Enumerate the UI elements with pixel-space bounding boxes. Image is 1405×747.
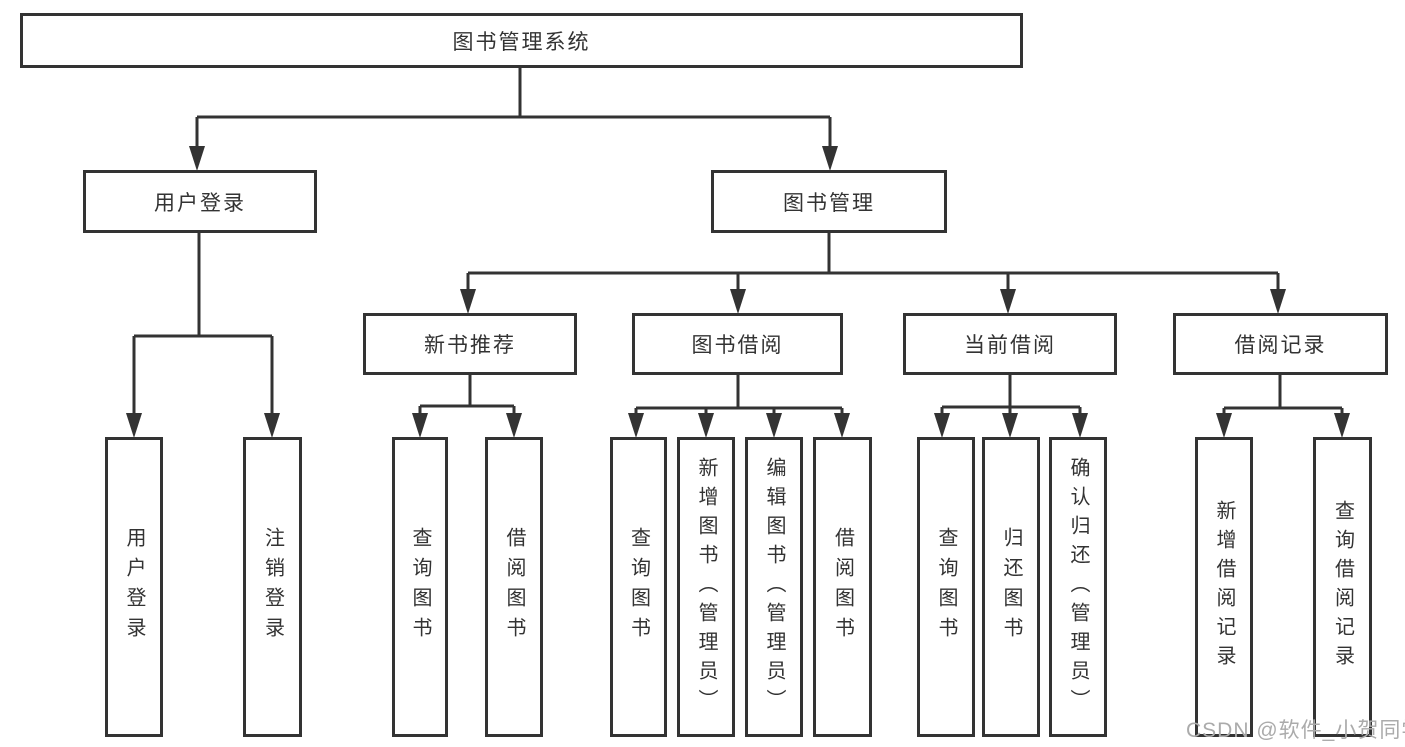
node-new-book-recommend: 新书推荐 bbox=[363, 313, 577, 375]
leaf-borrow-query-books: 查询图书 bbox=[610, 437, 667, 737]
leaf-borrow-query-books-label: 查询图书 bbox=[627, 527, 650, 647]
leaf-query-borrow-record-label: 查询借阅记录 bbox=[1331, 500, 1354, 674]
leaf-borrow-borrow-books: 借阅图书 bbox=[813, 437, 872, 737]
leaf-newbooks-query-books-label: 查询图书 bbox=[409, 527, 431, 647]
node-user-login-label: 用户登录 bbox=[154, 191, 246, 215]
connector-user-login-to-leaves bbox=[126, 233, 280, 438]
leaf-return-books: 归还图书 bbox=[982, 437, 1040, 737]
leaf-user-login: 用户登录 bbox=[105, 437, 163, 737]
leaf-query-borrow-record: 查询借阅记录 bbox=[1313, 437, 1372, 737]
connector-new-books-to-leaves bbox=[412, 375, 522, 438]
leaf-newbooks-borrow-books: 借阅图书 bbox=[485, 437, 543, 737]
leaf-edit-books-admin: 编辑图书（管理员） bbox=[745, 437, 803, 737]
node-current-borrow-label: 当前借阅 bbox=[964, 334, 1056, 357]
leaf-borrow-borrow-books-label: 借阅图书 bbox=[831, 527, 854, 647]
leaf-confirm-return-admin: 确认归还（管理员） bbox=[1049, 437, 1107, 737]
leaf-return-books-label: 归还图书 bbox=[1000, 527, 1022, 647]
node-user-login: 用户登录 bbox=[83, 170, 317, 233]
node-book-management: 图书管理 bbox=[711, 170, 947, 233]
leaf-user-login-label: 用户登录 bbox=[123, 527, 145, 647]
leaf-logout-label: 注销登录 bbox=[261, 527, 284, 647]
node-root-system: 图书管理系统 bbox=[20, 13, 1023, 68]
node-borrow-records-label: 借阅记录 bbox=[1234, 334, 1327, 357]
connector-borrow-records-to-leaves bbox=[1216, 375, 1350, 438]
node-new-book-recommend-label: 新书推荐 bbox=[424, 334, 516, 357]
leaf-newbooks-borrow-books-label: 借阅图书 bbox=[503, 527, 525, 647]
connector-root-to-level2 bbox=[189, 68, 838, 171]
leaf-current-query-books-label: 查询图书 bbox=[935, 527, 957, 647]
connector-current-borrow-to-leaves bbox=[934, 375, 1088, 438]
node-borrow-records: 借阅记录 bbox=[1173, 313, 1388, 375]
leaf-logout: 注销登录 bbox=[243, 437, 302, 737]
connector-book-borrow-to-leaves bbox=[628, 375, 850, 438]
node-book-management-label: 图书管理 bbox=[783, 191, 875, 215]
node-book-borrow-label: 图书借阅 bbox=[691, 334, 784, 357]
leaf-add-books-admin-label: 新增图书（管理员） bbox=[695, 456, 717, 718]
leaf-add-books-admin: 新增图书（管理员） bbox=[677, 437, 735, 737]
leaf-current-query-books: 查询图书 bbox=[917, 437, 975, 737]
csdn-watermark: CSDN @软件_小贺同学 bbox=[1186, 719, 1405, 742]
leaf-confirm-return-admin-label: 确认归还（管理员） bbox=[1067, 456, 1089, 718]
connector-book-mgmt-to-level3 bbox=[460, 233, 1286, 314]
node-root-system-label: 图书管理系统 bbox=[452, 30, 591, 54]
leaf-add-borrow-record-label: 新增借阅记录 bbox=[1213, 500, 1235, 674]
leaf-edit-books-admin-label: 编辑图书（管理员） bbox=[763, 456, 785, 718]
node-book-borrow: 图书借阅 bbox=[632, 313, 843, 375]
leaf-newbooks-query-books: 查询图书 bbox=[392, 437, 448, 737]
leaf-add-borrow-record: 新增借阅记录 bbox=[1195, 437, 1253, 737]
node-current-borrow: 当前借阅 bbox=[903, 313, 1117, 375]
